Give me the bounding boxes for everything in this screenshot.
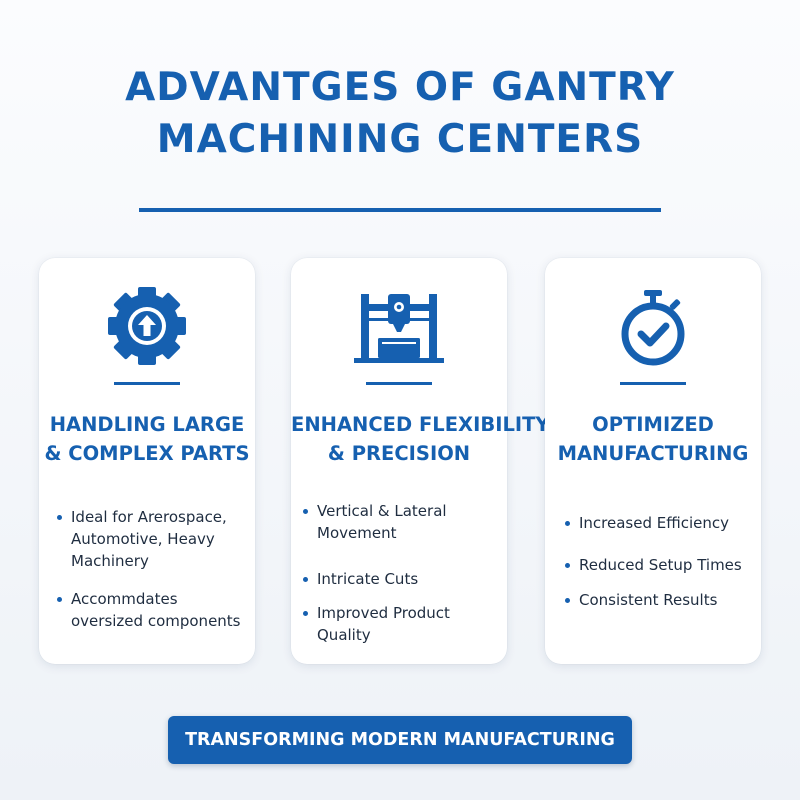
card-bullet-list: Vertical & Lateral Movement Intricate Cu…: [303, 500, 503, 646]
card-title-line-2: & PRECISION: [327, 442, 471, 465]
card-large-complex-parts: HANDLING LARGE & COMPLEX PARTS Ideal for…: [39, 258, 255, 664]
card-bullet-list: Ideal for Arerospace, Automotive, Heavy …: [57, 506, 251, 632]
card-title-line-1: ENHANCED FLEXIBILITY: [291, 413, 550, 436]
card-title-line-2: MANUFACTURING: [557, 442, 749, 465]
card-divider: [366, 382, 432, 385]
card-optimized-manufacturing: OPTIMIZED MANUFACTURING Increased Effici…: [545, 258, 761, 664]
page-title: ADVANTGES OF GANTRY MACHINING CENTERS: [0, 62, 800, 166]
page-title-line-2: MACHINING CENTERS: [156, 117, 644, 162]
gear-arrow-up-icon: [97, 276, 197, 376]
stopwatch-check-icon: [603, 276, 703, 376]
card-title-line-1: OPTIMIZED: [592, 413, 714, 436]
list-item: Intricate Cuts: [303, 568, 503, 590]
card-title: HANDLING LARGE & COMPLEX PARTS: [39, 410, 255, 468]
card-title-line-2: & COMPLEX PARTS: [44, 442, 250, 465]
card-divider: [620, 382, 686, 385]
list-item: Reduced Setup Times: [565, 554, 757, 576]
list-item: Consistent Results: [565, 589, 757, 611]
card-title: OPTIMIZED MANUFACTURING: [545, 410, 761, 468]
list-item: Improved Product Quality: [303, 602, 503, 646]
page-title-line-1: ADVANTGES OF GANTRY: [125, 65, 675, 110]
list-item: Ideal for Arerospace, Automotive, Heavy …: [57, 506, 251, 572]
list-item: Increased Efficiency: [565, 512, 757, 534]
card-title: ENHANCED FLEXIBILITY & PRECISION: [291, 410, 550, 468]
list-item: Accommdates oversized components: [57, 588, 251, 632]
footer-banner: TRANSFORMING MODERN MANUFACTURING: [168, 716, 632, 764]
card-bullet-list: Increased Efficiency Reduced Setup Times…: [565, 512, 757, 611]
gantry-machine-icon: [349, 276, 449, 376]
card-divider: [114, 382, 180, 385]
card-title-line-1: HANDLING LARGE: [49, 413, 245, 436]
title-underline: [139, 208, 661, 212]
card-flexibility-precision: ENHANCED FLEXIBILITY & PRECISION Vertica…: [291, 258, 550, 664]
list-item: Vertical & Lateral Movement: [303, 500, 503, 544]
